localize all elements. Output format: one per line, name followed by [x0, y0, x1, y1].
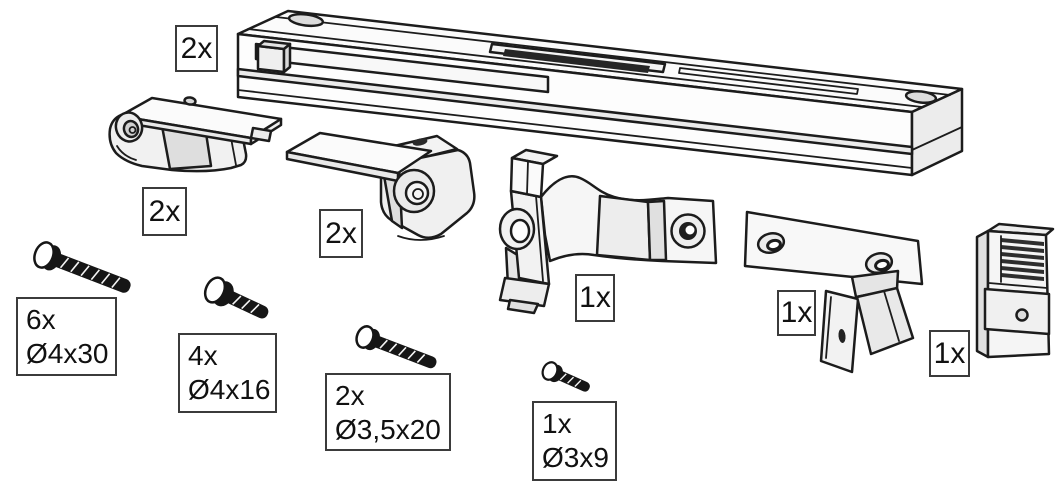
screw-long-size-text: Ø4x30 [26, 338, 109, 369]
label-glass-clamp-b-qty: 2x [319, 209, 363, 258]
wall-bracket-icon [743, 210, 924, 374]
screw-slim-qty-text: 2x [335, 380, 365, 411]
pivot-hinge-icon [498, 148, 718, 315]
label-pivot-hinge-qty: 1x [575, 274, 615, 322]
top-rail-qty-text: 2x [180, 31, 213, 65]
wall-bracket-qty-text: 1x [780, 296, 813, 329]
pivot-hinge-qty-text: 1x [579, 281, 611, 314]
glass-clamp-b-qty-text: 2x [325, 216, 357, 250]
screw-long-icon [33, 241, 131, 293]
buffer-block-icon [975, 222, 1055, 359]
label-buffer-block-qty: 1x [929, 330, 970, 377]
hinge-boss-icon [498, 207, 536, 251]
buffer-ribs-icon [1000, 235, 1044, 283]
clamp-a-boss-icon [114, 111, 144, 143]
screw-slim-size-text: Ø3,5x20 [335, 414, 441, 445]
label-glass-clamp-a-qty: 2x [142, 187, 187, 236]
hinge-hole-icon [670, 213, 706, 249]
bracket-hole-icon [864, 252, 894, 274]
screw-medium-size-text: Ø4x16 [188, 374, 271, 405]
screw-medium-qty-text: 4x [188, 340, 218, 371]
label-top-rail-qty: 2x [175, 25, 218, 72]
label-wall-bracket-qty: 1x [777, 290, 816, 336]
screw-small-qty-text: 1x [542, 408, 572, 439]
glass-clamp-a-qty-text: 2x [148, 194, 181, 228]
label-screw-long: 6x Ø4x30 [16, 297, 117, 376]
label-screw-small: 1x Ø3x9 [532, 401, 617, 481]
label-screw-slim: 2x Ø3,5x20 [325, 373, 451, 451]
glass-clamp-b-icon [285, 131, 476, 241]
screw-small-size-text: Ø3x9 [542, 442, 609, 473]
screw-medium-icon [203, 276, 269, 319]
top-rail-icon [236, 9, 964, 177]
clamp-b-boss-icon [392, 168, 436, 214]
bracket-hole-icon [756, 232, 786, 254]
glass-clamp-a-icon [108, 96, 283, 173]
buffer-block-qty-text: 1x [933, 336, 966, 370]
label-screw-medium: 4x Ø4x16 [178, 333, 277, 413]
screw-long-qty-text: 6x [26, 304, 56, 335]
screw-small-icon [541, 361, 590, 392]
rail-slider-icon [256, 39, 292, 74]
screw-slim-icon [355, 325, 437, 369]
